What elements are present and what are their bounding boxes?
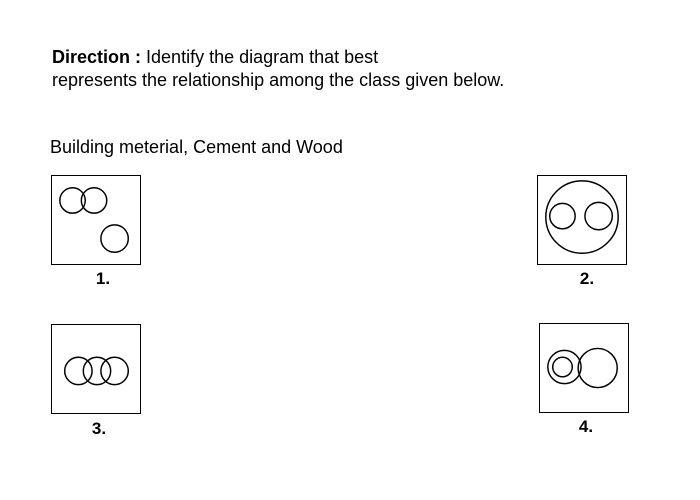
- option-1-number: 1.: [95, 269, 111, 288]
- direction-text-line2: represents the relationship among the cl…: [52, 70, 505, 90]
- option-3-circle-b: [82, 356, 112, 386]
- option-2-inner-circle-a: [549, 202, 576, 230]
- option-1-circle-a: [59, 187, 86, 214]
- option-2-inner-circle-b: [584, 201, 614, 231]
- option-4-diagram[interactable]: [539, 323, 629, 413]
- option-4-circle-right: [577, 347, 618, 389]
- option-3-circle-a: [63, 356, 93, 386]
- option-4-venn-diagram: [547, 347, 618, 389]
- option-1-circle-b: [80, 187, 108, 214]
- option-1-circle-c: [100, 224, 129, 253]
- option-3-venn-diagram: [63, 356, 129, 386]
- option-2-outer-circle: [545, 180, 619, 254]
- option-3-number: 3.: [91, 419, 107, 438]
- option-4-number: 4.: [578, 417, 594, 436]
- question-text: Building meterial, Cement and Wood: [50, 137, 343, 157]
- option-2-diagram[interactable]: [537, 175, 627, 265]
- option-1-venn-diagram: [59, 187, 129, 253]
- option-3-diagram[interactable]: [51, 324, 141, 414]
- option-3-circle-c: [100, 356, 129, 386]
- direction-text-line1: Identify the diagram that best: [146, 47, 379, 67]
- option-4-circle-left: [547, 349, 582, 385]
- direction-label: Direction :: [52, 47, 142, 67]
- option-2-venn-diagram: [545, 180, 619, 254]
- direction-instructions: Direction : Identify the diagram that be…: [52, 46, 504, 92]
- option-4-small-inner-circle: [551, 356, 573, 378]
- option-1-diagram[interactable]: [51, 175, 141, 265]
- option-2-number: 2.: [579, 269, 595, 288]
